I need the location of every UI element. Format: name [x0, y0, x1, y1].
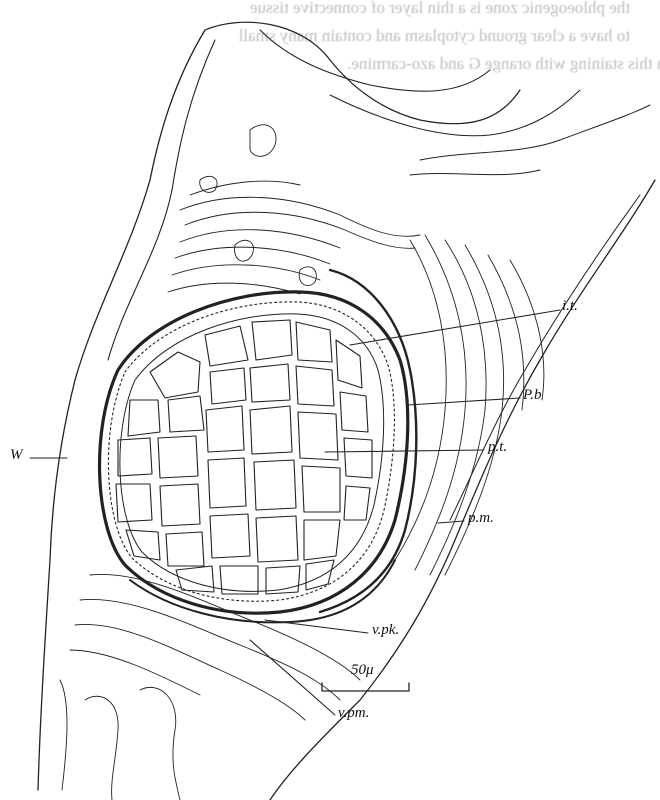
outer-wall-right-inner — [450, 195, 640, 520]
top-fold-4 — [410, 170, 540, 175]
top-fold-1 — [260, 30, 490, 91]
peripheral-band-outer — [320, 270, 416, 612]
cyst-cells — [116, 320, 372, 594]
label-vpm: v.pm. — [338, 705, 369, 722]
outer-wall-inner-left — [108, 40, 215, 360]
outer-wall-left — [38, 30, 205, 790]
label-w: W — [10, 447, 23, 464]
label-pt: p.t. — [488, 439, 507, 456]
scale-bar — [322, 683, 409, 691]
outer-wall-right — [270, 180, 655, 800]
label-pm: p.m. — [468, 510, 494, 527]
leader-vpk — [265, 620, 368, 633]
upper-fibres — [168, 125, 420, 294]
leader-pm — [438, 521, 464, 523]
scale-label: 50μ — [351, 662, 374, 679]
top-fold-2 — [330, 90, 580, 136]
top-fold-3 — [420, 105, 650, 160]
outer-wall-top — [205, 22, 520, 124]
label-pb: P.b — [523, 387, 541, 404]
leader-vpm — [250, 640, 335, 715]
label-vpk: v.pk. — [372, 622, 399, 639]
leader-pt — [325, 450, 484, 452]
label-it: i.t. — [562, 298, 578, 315]
